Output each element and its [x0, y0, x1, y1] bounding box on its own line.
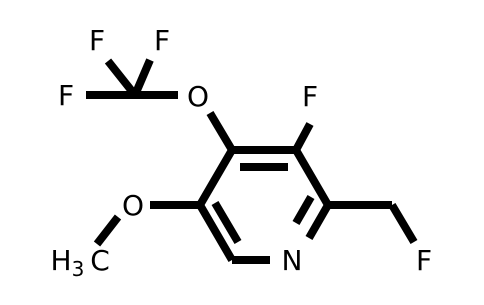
atom-o-methoxy: O: [122, 189, 144, 222]
atom-c-methyl: C: [90, 244, 110, 277]
atom-f-top-mid: F: [154, 24, 170, 57]
bond-ch2-f: [388, 202, 418, 245]
bond-c3-c2: [292, 147, 332, 208]
bond-cf3-f1: [104, 58, 139, 98]
bond-cf3-f2: [131, 58, 154, 97]
bond-c6-c5-inner: [211, 200, 242, 245]
bond-c2-n-inner: [292, 195, 315, 225]
atom-h-methyl: H: [50, 244, 71, 277]
bond-c6-c5: [196, 202, 236, 263]
atom-f-top-left: F: [89, 24, 105, 57]
atom-n-ring: N: [282, 244, 303, 277]
atom-labels: F F F O F O H 3 C N F: [50, 24, 432, 281]
atom-subscript-3: 3: [72, 257, 85, 281]
bond-c4-o: [206, 110, 236, 153]
atom-f-left: F: [58, 79, 74, 112]
bond-c5-c4: [196, 147, 236, 208]
bond-lines: [86, 58, 418, 264]
bond-o-ch3: [93, 214, 122, 247]
bond-c2-n: [305, 203, 332, 240]
bond-c3-f: [292, 122, 314, 152]
atom-o-ocf3: O: [187, 80, 209, 113]
atom-f-ring: F: [302, 80, 318, 113]
atom-f-ch2f: F: [416, 244, 432, 277]
